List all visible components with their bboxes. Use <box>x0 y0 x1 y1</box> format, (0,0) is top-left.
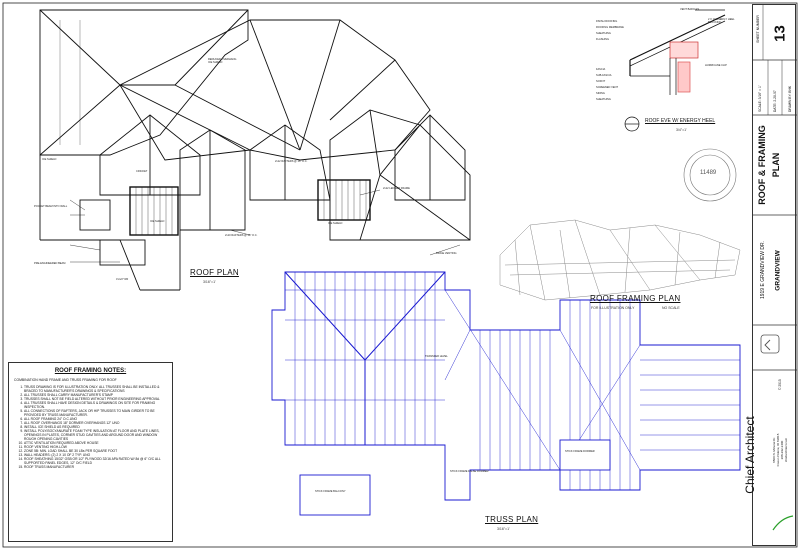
roof-callout: ICE SHIELD <box>150 220 165 223</box>
eave-label: SCREENED VENT <box>596 86 619 89</box>
date-text: DATE: 2-28-07 <box>773 90 777 112</box>
eave-label: SOFFIT <box>596 80 606 83</box>
title-block: SHEET NUMBER 13 SCALE: 3/16" = 1' DATE: … <box>743 4 797 546</box>
eave-label: ROOFING MEMBRANE <box>596 26 624 29</box>
project-address: 1919 E GRANDVIEW DR. <box>760 240 766 300</box>
scale-text: SCALE: 3/16" = 1' <box>758 85 762 112</box>
notes-list: TRUSS DRAWING IS FOR ILLUSTRATION ONLY. … <box>14 385 167 469</box>
note-item: ROOF VENTING HIGH-LOW <box>24 445 167 449</box>
chief-architect-logo-icon <box>760 334 780 354</box>
eave-label: HURRICANE CLIP <box>705 64 727 67</box>
sheet-title-line2: PLAN <box>771 152 781 178</box>
framing-3d-view <box>499 219 741 301</box>
note-item: ALL CONNECTIONS OF RAFTERS, JACK OR HIP … <box>24 409 167 417</box>
note-item: ROOF TRUSS MANUFACTURER <box>24 465 167 469</box>
note-item: ZONE 5B: MIN. LOAD SHALL BE 30 LBs PER S… <box>24 449 167 453</box>
sheet-number-label: SHEET NUMBER <box>756 15 760 43</box>
company-name: Chief Architect <box>743 416 757 494</box>
eave-label: FINISH ROOFING <box>596 20 618 23</box>
note-item: TRUSS DRAWING IS FOR ILLUSTRATION ONLY. … <box>24 385 167 393</box>
stamp-number: 11489 <box>700 170 717 176</box>
eave-label: VENT BAFFLES <box>680 8 700 11</box>
roof-callout: POCKET BEAM INTO WALL <box>34 205 68 208</box>
note-item: ALL ROOF FRAMING 24" O.C.UNO <box>24 417 167 421</box>
roof-callout: ICE SHIELD <box>328 222 343 225</box>
truss-plan-scale: 3/16"=1' <box>497 527 510 531</box>
eave-label: SHEATHING <box>596 32 611 35</box>
eave-label: SIDING <box>596 92 605 95</box>
eave-detail <box>624 9 726 132</box>
note-item: INSTALL ICE SHIELD AS REQUIRED <box>24 425 167 429</box>
eave-label: FLASHING <box>596 38 609 41</box>
roof-callout: 2x12 LEDGER FRAME <box>383 187 410 190</box>
roof-callout: ICE SHIELD <box>42 158 57 161</box>
project-name: GRANDVIEW <box>774 250 782 291</box>
roof-callout: CRICKET <box>136 170 148 173</box>
notes-intro: COMBINATION HAND FRAME AND TRUSS FRAMING… <box>14 378 117 382</box>
drawn-by-text: DRAWN BY: BHK <box>788 85 792 112</box>
sheet-title-line1: ROOF & FRAMING <box>757 125 767 205</box>
title-block-frame <box>753 5 797 531</box>
notes-heading: ROOF FRAMING NOTES: <box>54 368 127 374</box>
eave-detail-scale: 3/4"=1' <box>676 128 687 132</box>
truss-plan <box>271 271 741 516</box>
roof-callout: REDUCED OVERHANG ICE SHIELD <box>208 58 237 64</box>
note-item: ATTIC VENTILATION REQUIRED ABOVE HOUSE <box>24 441 167 445</box>
copyright-text: © 2015 <box>778 379 782 390</box>
roof-callout: 2x12 RAFTERS @ 16" O.C. <box>275 160 308 163</box>
framing-plan-scale: NO SCALE <box>662 306 680 310</box>
truss-plan-title: TRUSS PLAN <box>485 515 539 524</box>
engineer-stamp <box>683 148 737 202</box>
note-item: ALL TRUSSES SHALL HAVE DESIGN DETAILS & … <box>24 401 167 409</box>
note-item: ALL ROOF OVERHANGS 18" DORMER OVERHANGS … <box>24 421 167 425</box>
roof-plan <box>39 9 471 291</box>
truss-callout: STICK FRAME DORMER <box>565 450 595 453</box>
roof-plan-title: ROOF PLAN <box>190 268 239 277</box>
framing-plan-note: FOR ILLUSTRATION ONLY <box>591 306 635 310</box>
eave-label: 2 X 10 ENERGY HEEL BLOCKING <box>708 18 735 24</box>
eave-label: FASCIA <box>596 68 606 71</box>
roof-callout: 4'x1/2" RR <box>116 278 129 281</box>
eave-detail-title: ROOF EVE W/ ENERGY HEEL <box>645 118 716 124</box>
truss-callout: TRANSFER LEVEL <box>425 355 448 358</box>
roof-callout: RIDGE VENTING <box>436 252 457 255</box>
roof-callout: 2x10 RAFTERS @ 16" O.C. <box>225 234 258 237</box>
note-item: ROOF SHEATHING 15/32" OSB OR 1/2" PLYWOO… <box>24 457 167 465</box>
eave-label: SUB-FASCIA <box>596 74 612 77</box>
roof-plan-scale: 3/16"=1' <box>203 280 216 284</box>
truss-callout: STICK FRAME FALSE DORMER <box>450 470 489 473</box>
note-item: INSTALL POLYISOCYANURATE FOAM TYPE INSUL… <box>24 429 167 441</box>
roof-framing-notes: ROOF FRAMING NOTES: COMBINATION HAND FRA… <box>8 362 173 542</box>
eave-label: SHEATHING <box>596 98 611 101</box>
company-line: chiefarchitect.com <box>784 437 788 463</box>
framing-plan-title: ROOF FRAMING PLAN <box>590 294 681 303</box>
callout-leaders <box>69 189 461 263</box>
sheet-number: 13 <box>771 25 789 42</box>
truss-callout: STICK FRAME BALCONY <box>315 490 346 493</box>
note-item: TRUSSES SHALL NOT BE FIELD ALTERED WITHO… <box>24 397 167 401</box>
roof-callout: PRE-ENGINEERED BEAM <box>34 262 66 265</box>
note-item: WALL HEADERS: (2) 2 X 10 OF 2 TYP. UNO <box>24 453 167 457</box>
note-item: ALL TRUSSES SHALL CARRY MANUFACTURER'S S… <box>24 393 167 397</box>
